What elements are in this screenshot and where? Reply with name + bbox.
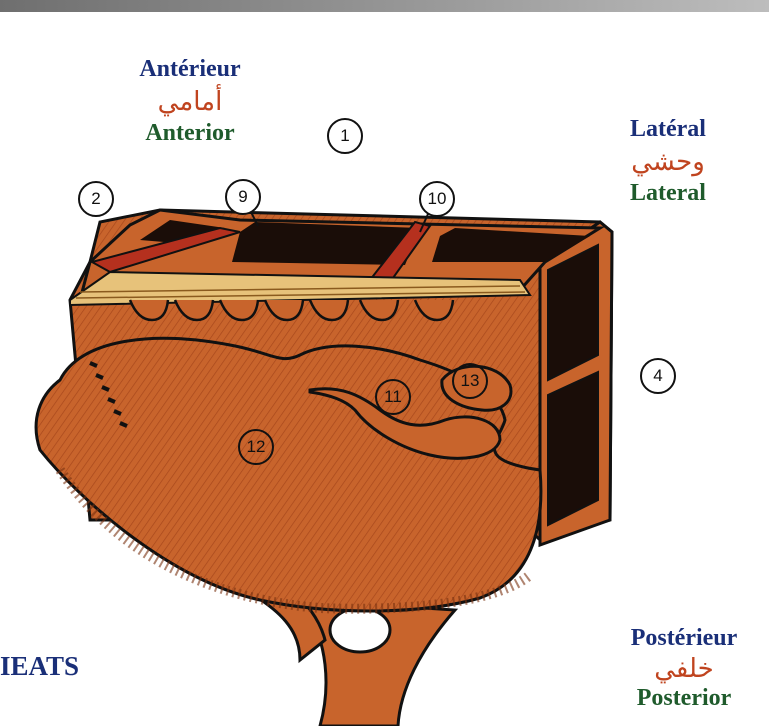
lateral-cell-upper xyxy=(548,245,598,380)
anterior-fr: Antérieur xyxy=(110,57,270,81)
lateral-cell-lower xyxy=(548,372,598,525)
stem-foramen xyxy=(330,608,390,652)
callout-10: 10 xyxy=(419,181,455,217)
callout-9: 9 xyxy=(225,179,261,215)
anterior-en: Anterior xyxy=(110,121,270,145)
posterior-ar: خلفي xyxy=(604,656,764,682)
lateral-label: Latéral وحشي Lateral xyxy=(598,117,738,205)
posterior-fr: Postérieur xyxy=(604,626,764,650)
callout-11: 11 xyxy=(375,379,411,415)
anterior-ar: أمامي xyxy=(110,89,270,115)
lateral-en: Lateral xyxy=(598,181,738,205)
callout-2: 2 xyxy=(78,181,114,217)
callout-1: 1 xyxy=(327,118,363,154)
lateral-fr: Latéral xyxy=(598,117,738,141)
posterior-label: Postérieur خلفي Posterior xyxy=(604,626,764,710)
callout-13: 13 xyxy=(452,363,488,399)
posterior-en: Posterior xyxy=(604,686,764,710)
callout-4: 4 xyxy=(640,358,676,394)
lateral-ar: وحشي xyxy=(598,149,738,175)
callout-12: 12 xyxy=(238,429,274,465)
anterior-label: Antérieur أمامي Anterior xyxy=(110,57,270,145)
meats-caption: IEATS xyxy=(0,651,79,682)
